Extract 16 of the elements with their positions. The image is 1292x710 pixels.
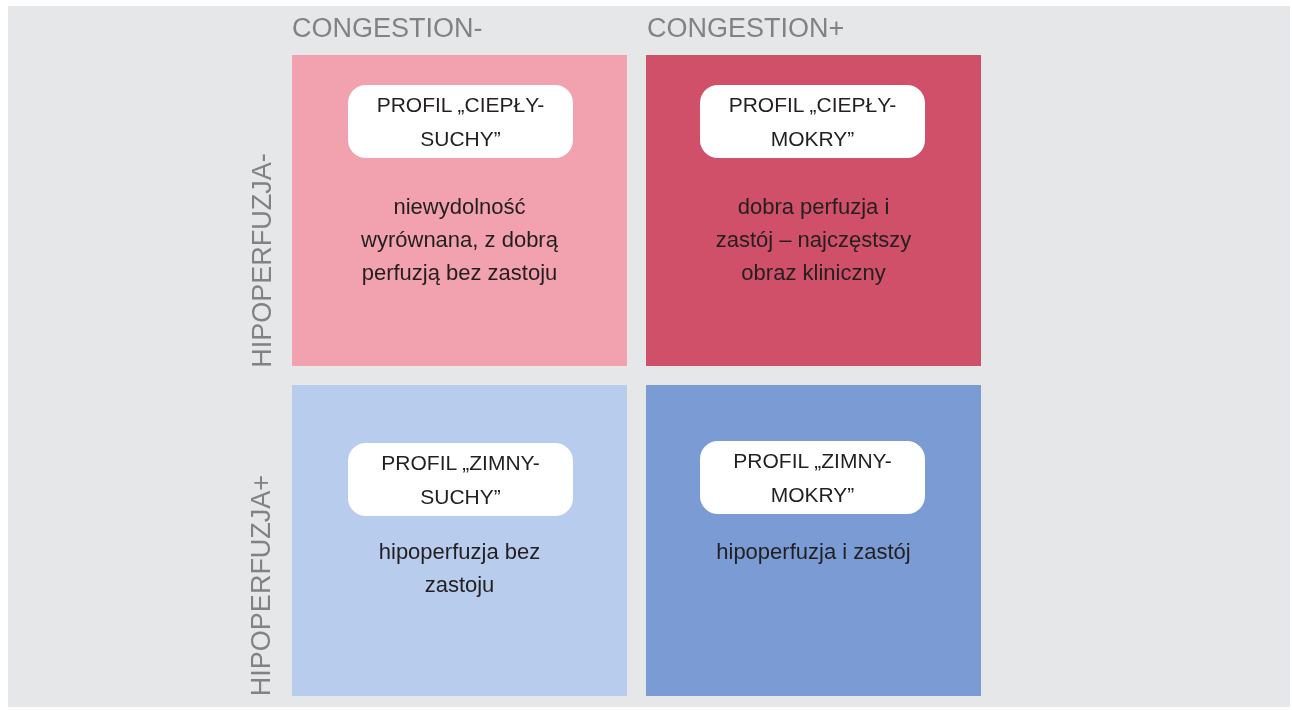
profile-label: PROFIL „ZIMNY-MOKRY” <box>700 441 925 514</box>
axis-label: CONGESTION+ <box>647 13 845 44</box>
description-text: hipoperfuzja bez zastoju <box>377 538 542 599</box>
axis-label: CONGESTION- <box>292 13 483 44</box>
axis-label: HIPOPERFUZJA+ <box>246 474 278 696</box>
description-text: niewydolność wyrównana, z dobrą perfuzją bez zastoju <box>360 193 559 287</box>
profile-label: PROFIL „ZIMNY-SUCHY” <box>348 443 573 516</box>
axis-label: HIPOPERFUZJA- <box>246 152 278 368</box>
description-text: hipoperfuzja i zastój <box>715 538 912 566</box>
quadrant-panel <box>292 55 627 366</box>
description-text: dobra perfuzja i zastój – najczęstszy obraz kliniczny <box>714 193 913 287</box>
profile-label: PROFIL „CIEPŁY-MOKRY” <box>700 85 925 158</box>
quadrant-panel <box>646 55 981 366</box>
quadrant-panel <box>646 385 981 696</box>
profile-label: PROFIL „CIEPŁY-SUCHY” <box>348 85 573 158</box>
quadrant-panel <box>292 385 627 696</box>
